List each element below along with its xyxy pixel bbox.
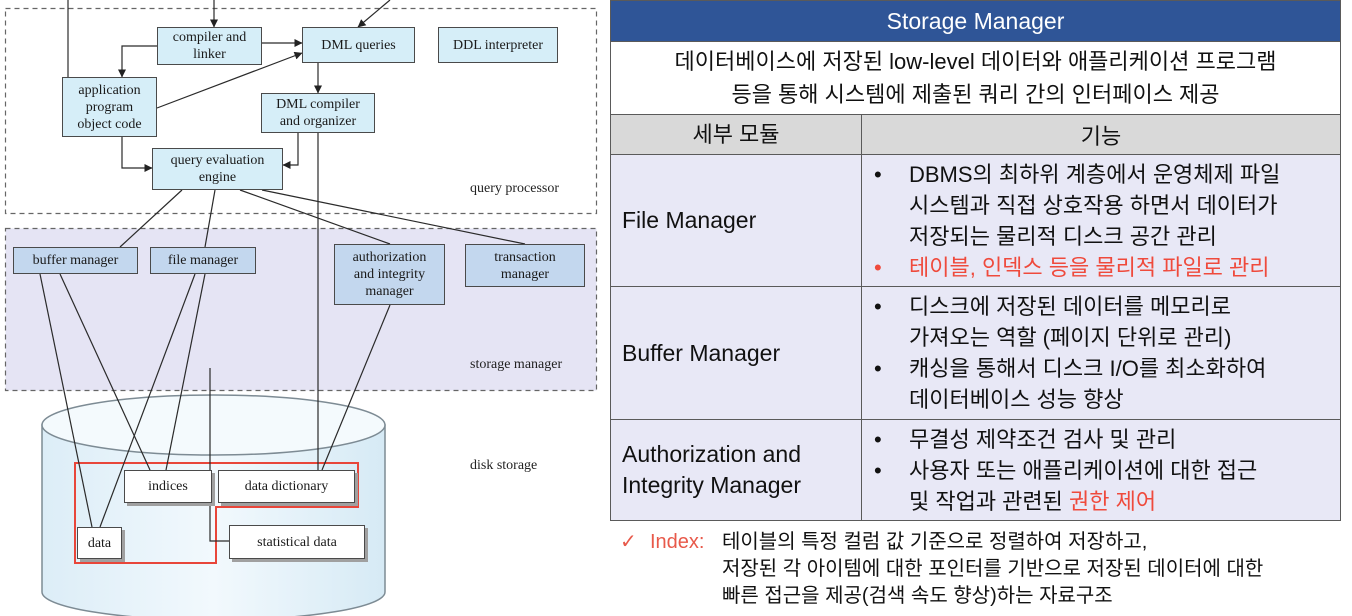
table-row: File Manager • DBMS의 최하위 계층에서 운영체제 파일 시스… xyxy=(611,154,1340,286)
file-manager-box: file manager xyxy=(150,247,256,274)
table-header-row: 세부 모듈 기능 xyxy=(611,114,1340,154)
connector-line xyxy=(321,304,391,471)
table-row: Authorization and Integrity Manager • 무결… xyxy=(611,419,1340,520)
dml-compiler-box: DML compiler and organizer xyxy=(261,93,375,133)
connector-line xyxy=(204,189,216,248)
bullet-text-plain: 사용자 또는 애플리케이션에 대한 접근 및 작업과 관련된 xyxy=(909,457,1258,514)
checkmark-icon: ✓ xyxy=(620,531,637,553)
bullet-text: 무결성 제약조건 검사 및 관리 xyxy=(909,426,1177,452)
bullet-highlight-text: 권한 제어 xyxy=(1069,488,1157,514)
connector-arrow xyxy=(156,51,303,109)
bullet-marker: • xyxy=(874,457,882,483)
bullet-marker: • xyxy=(874,426,882,452)
query-processor-region xyxy=(4,7,598,215)
application-object-code-box: application program object code xyxy=(62,77,157,137)
connector-line xyxy=(239,189,391,245)
connector-arrow xyxy=(121,137,153,172)
connector-line xyxy=(165,273,206,471)
bullet-marker: • xyxy=(874,161,882,187)
function-bullet: • 사용자 또는 애플리케이션에 대한 접근 및 작업과 관련된 권한 제어 xyxy=(873,455,1340,517)
highlight-outline xyxy=(74,462,359,564)
query-processor-label: query processor xyxy=(470,181,560,196)
function-bullet: • 무결성 제약조건 검사 및 관리 xyxy=(873,424,1340,455)
connector-line xyxy=(99,273,196,528)
storage-manager-label: storage manager xyxy=(470,357,563,372)
function-bullet-highlighted: • 테이블, 인덱스 등을 물리적 파일로 관리 xyxy=(873,252,1340,283)
disk-storage-label: disk storage xyxy=(470,458,538,473)
statistical-data-box: statistical data xyxy=(229,525,365,559)
connector-line xyxy=(39,273,93,528)
bullet-marker: • xyxy=(874,294,882,319)
disk-storage-cylinder-top xyxy=(41,394,386,456)
bullet-text: 사용자 또는 애플리케이션에 대한 접근 및 작업과 관련된 권한 제어 xyxy=(909,455,1257,517)
compiler-linker-box: compiler and linker xyxy=(157,27,262,65)
table-description: 데이터베이스에 저장된 low-level 데이터와 애플리케이션 프로그램 등… xyxy=(611,41,1340,114)
note-text: 테이블의 특정 컬럼 값 기준으로 정렬하여 저장하고, 저장된 각 아이템에 … xyxy=(722,531,1264,607)
table-row: Buffer Manager • 디스크에 저장된 데이터를 메모리로 가져오는… xyxy=(611,286,1340,419)
function-bullet: • DBMS의 최하위 계층에서 운영체제 파일 시스템과 직접 상호작용 하면… xyxy=(873,159,1340,252)
module-name: File Manager xyxy=(611,155,862,286)
indices-box: indices xyxy=(124,470,212,503)
ddl-interpreter-box: DDL interpreter xyxy=(438,27,558,63)
dml-queries-box: DML queries xyxy=(302,27,415,63)
note-label: ✓ Index: xyxy=(620,529,722,610)
function-cell: • DBMS의 최하위 계층에서 운영체제 파일 시스템과 직접 상호작용 하면… xyxy=(862,155,1340,286)
bullet-text: 디스크에 저장된 데이터를 메모리로 가져오는 역할 (페이지 단위로 관리) xyxy=(909,294,1232,350)
module-name: Buffer Manager xyxy=(611,287,862,419)
index-note: ✓ Index: 테이블의 특정 컬럼 값 기준으로 정렬하여 저장하고, 저장된… xyxy=(620,529,1263,610)
connector-line xyxy=(209,368,229,542)
header-function: 기능 xyxy=(1080,123,1122,149)
bullet-text: DBMS의 최하위 계층에서 운영체제 파일 시스템과 직접 상호작용 하면서 … xyxy=(909,161,1281,249)
buffer-manager-box: buffer manager xyxy=(13,247,138,274)
transaction-manager-box: transaction manager xyxy=(465,244,585,287)
header-module: 세부 모듈 xyxy=(611,115,862,154)
data-dictionary-box: data dictionary xyxy=(218,470,355,503)
query-evaluation-engine-box: query evaluation engine xyxy=(152,148,283,190)
connector-line xyxy=(261,189,526,245)
connector-line xyxy=(59,273,151,471)
table-title: Storage Manager xyxy=(611,1,1340,41)
function-cell: • 무결성 제약조건 검사 및 관리 • 사용자 또는 애플리케이션에 대한 접… xyxy=(862,420,1340,520)
authorization-integrity-manager-box: authorization and integrity manager xyxy=(334,244,445,305)
connector-arrow xyxy=(118,45,157,78)
bullet-highlight-text: 테이블, 인덱스 등을 물리적 파일로 관리 xyxy=(909,254,1270,280)
connector-arrow xyxy=(357,0,391,28)
bullet-marker: • xyxy=(874,254,882,280)
connector-line xyxy=(119,189,183,248)
connector-arrow xyxy=(282,133,299,169)
dbms-architecture-diagram: compiler and linker DML queries DDL inte… xyxy=(0,0,605,616)
function-bullet: • 디스크에 저장된 데이터를 메모리로 가져오는 역할 (페이지 단위로 관리… xyxy=(873,291,1340,353)
bullet-text: 캐싱을 통해서 디스크 I/O를 최소화하여 데이터베이스 성능 향상 xyxy=(909,356,1267,412)
storage-manager-table: Storage Manager 데이터베이스에 저장된 low-level 데이… xyxy=(610,0,1341,521)
bullet-marker: • xyxy=(874,356,882,381)
function-cell: • 디스크에 저장된 데이터를 메모리로 가져오는 역할 (페이지 단위로 관리… xyxy=(862,287,1340,419)
data-box: data xyxy=(77,527,122,559)
module-name: Authorization and Integrity Manager xyxy=(611,420,862,520)
note-term: Index: xyxy=(650,531,705,553)
function-bullet: • 캐싱을 통해서 디스크 I/O를 최소화하여 데이터베이스 성능 향상 xyxy=(873,353,1340,415)
